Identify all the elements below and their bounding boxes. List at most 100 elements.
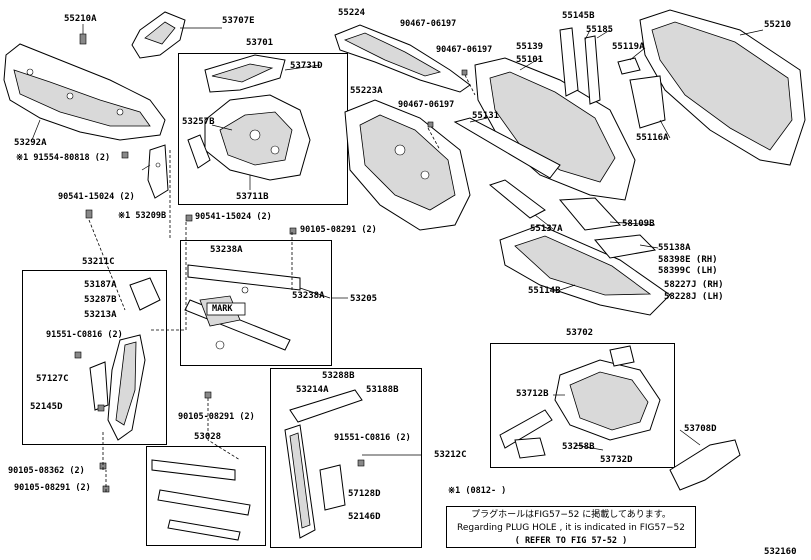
part-55224-drawing (334, 24, 471, 93)
part-53212C-drawing (284, 389, 365, 539)
part-55139-drawing (559, 27, 579, 97)
label-53288B: 53288B (322, 371, 355, 381)
part-55223A-drawing (344, 99, 471, 231)
label-53213A: 53213A (84, 310, 117, 320)
note-line-en: Regarding PLUG HOLE , it is indicated in… (457, 523, 685, 533)
fasteners-drawing (85, 69, 468, 493)
dashed-assembly-lines (88, 74, 476, 492)
label-55119A: 55119A (612, 42, 645, 52)
label-52145D: 52145D (30, 402, 63, 412)
part-55119A-drawing (617, 57, 641, 75)
mark-text: MARK (212, 304, 233, 314)
label-58228J: 58228J (LH) (664, 292, 724, 302)
group-box-53702 (490, 343, 675, 468)
group-box-53028 (146, 446, 266, 546)
note-line-ref: ( REFER TO FIG 57-52 ) (514, 536, 628, 546)
label-91554-80818: ※1 91554-80818 (2) (16, 153, 111, 163)
group-box-53211C (22, 270, 167, 445)
part-53292A-drawing (3, 43, 166, 141)
note-line-jp: プラグホールはFIG57−52 に掲載してあります。 (471, 510, 671, 520)
label-58399C: 58399C (LH) (658, 266, 718, 276)
part-55145B-drawing (584, 35, 601, 105)
label-55114B: 55114B (528, 286, 561, 296)
label-53701: 53701 (246, 38, 274, 48)
part-53702-drawing (499, 345, 661, 459)
label-53211C: 53211C (82, 257, 115, 267)
part-55114B-drawing (499, 224, 671, 316)
label-57127C: 57127C (36, 374, 69, 384)
part-55138A-drawing (594, 234, 657, 259)
part-55116A-drawing (629, 75, 666, 129)
label-55210A: 55210A (64, 14, 97, 24)
label-55139: 55139 (516, 42, 544, 52)
plug-hole-note: プラグホールはFIG57−52 に掲載してあります。 Regarding PLU… (446, 506, 696, 548)
label-55101: 55101 (516, 55, 544, 65)
label-0812: ※1 (0812- ) (448, 486, 507, 496)
label-52146D: 52146D (348, 512, 381, 522)
label-90105-a: 90105-08291 (2) (300, 225, 377, 235)
part-53711B-drawing (187, 94, 311, 181)
label-90467-b: 90467-06197 (436, 45, 493, 55)
label-53209B: ※1 53209B (118, 211, 167, 221)
label-55210: 55210 (764, 20, 792, 30)
label-55138A: 55138A (658, 243, 691, 253)
label-90541-b: 90541-15024 (2) (195, 212, 272, 222)
label-53212C: 53212C (434, 450, 467, 460)
figure-id: 532160 (764, 547, 797, 557)
label-55185: 55185 (586, 25, 614, 35)
part-53211C-drawing (74, 277, 161, 441)
part-55210A-drawing (79, 24, 87, 45)
label-53707E: 53707E (222, 16, 255, 26)
label-55131: 55131 (472, 111, 500, 121)
label-58227J: 58227J (RH) (664, 280, 724, 290)
part-55131-drawing (453, 117, 561, 179)
label-90105-d: 90105-08291 (2) (14, 483, 91, 493)
label-53731D: 53731D (290, 61, 323, 71)
label-53258B: 53258B (562, 442, 595, 452)
label-53292A: 53292A (14, 138, 47, 148)
label-91551-b: 91551-C0816 (2) (334, 433, 411, 443)
label-55137A: 55137A (530, 224, 563, 234)
leader-lines-drawing (31, 27, 764, 456)
label-53702: 53702 (566, 328, 594, 338)
label-90105-c: 90105-08362 (2) (8, 466, 85, 476)
label-53028: 53028 (194, 432, 222, 442)
label-55224: 55224 (338, 8, 366, 18)
label-57128D: 57128D (348, 489, 381, 499)
label-58109B: 58109B (622, 219, 655, 229)
label-91551-a: 91551-C0816 (2) (46, 330, 123, 340)
part-53209B-drawing (147, 144, 169, 199)
label-53732D: 53732D (600, 455, 633, 465)
part-53707E-drawing (131, 11, 186, 59)
part-53731D-drawing (204, 54, 286, 93)
label-55145B: 55145B (562, 11, 595, 21)
part-53028-drawing (151, 459, 251, 541)
group-box-53205 (180, 240, 332, 366)
label-53712B: 53712B (516, 389, 549, 399)
label-53205: 53205 (350, 294, 378, 304)
label-90541-a: 90541-15024 (2) (58, 192, 135, 202)
part-58109B-drawing (558, 197, 622, 231)
label-53708D: 53708D (684, 424, 717, 434)
part-55137A-drawing (488, 179, 546, 219)
label-53187A: 53187A (84, 280, 117, 290)
label-90467-c: 90467-06197 (398, 100, 455, 110)
label-53238A-b: 53238A (292, 291, 325, 301)
label-55116A: 55116A (636, 133, 669, 143)
group-box-53212C (270, 368, 422, 548)
label-53214A: 53214A (296, 385, 329, 395)
label-55223A: 55223A (350, 86, 383, 96)
part-53708D-drawing (669, 439, 741, 491)
label-58398E: 58398E (RH) (658, 255, 718, 265)
label-53711B: 53711B (236, 192, 269, 202)
mark-box (206, 302, 246, 316)
label-90467-a: 90467-06197 (400, 19, 457, 29)
label-53188B: 53188B (366, 385, 399, 395)
label-90105-b: 90105-08291 (2) (178, 412, 255, 422)
label-53287B: 53287B (84, 295, 117, 305)
label-53238A-a: 53238A (210, 245, 243, 255)
part-55101-drawing (474, 57, 636, 201)
label-53257B: 53257B (182, 117, 215, 127)
